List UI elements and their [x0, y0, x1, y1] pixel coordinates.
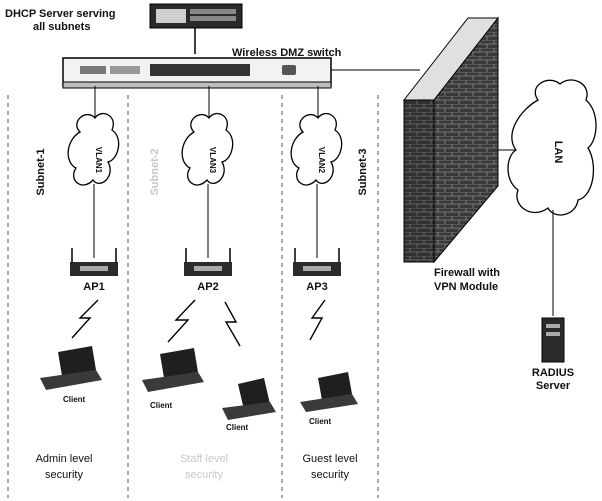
wireless-signal-icon — [225, 302, 240, 346]
radius-label-line1: RADIUS — [532, 367, 574, 379]
firewall — [404, 18, 498, 262]
subnet-label: Subnet-3 — [357, 148, 369, 195]
ap-label: AP2 — [197, 281, 218, 293]
vlan-label: VLAN1 — [94, 147, 103, 174]
firewall-label-line1: Firewall with — [434, 267, 500, 279]
client-laptop — [142, 348, 204, 392]
ap-label: AP1 — [83, 281, 104, 293]
vlan-cloud: VLAN2 — [291, 114, 342, 185]
ap-links — [94, 184, 317, 258]
security-label: security — [311, 469, 349, 481]
radius-server — [542, 318, 564, 362]
lan-cloud: LAN — [508, 80, 596, 215]
wireless-signal — [72, 300, 325, 346]
client-label: Client — [63, 395, 86, 404]
security-label: Staff level — [180, 453, 228, 465]
vlan-label: VLAN3 — [208, 147, 217, 174]
wireless-signal-icon — [72, 300, 98, 338]
security-label: security — [45, 469, 83, 481]
wireless-dmz-switch — [63, 58, 331, 88]
subnet-label: Subnet-2 — [149, 148, 161, 195]
radius-label-line2: Server — [536, 380, 571, 392]
wireless-signal-icon — [168, 300, 195, 342]
client-laptop — [222, 378, 276, 420]
subnet-label: Subnet-1 — [35, 148, 47, 195]
firewall-label-line2: VPN Module — [434, 281, 498, 293]
dhcp-label-line1: DHCP Server serving — [5, 8, 115, 20]
security-label: security — [185, 469, 223, 481]
vlan-cloud: VLAN3 — [182, 114, 233, 185]
vlan-cloud: VLAN1 — [68, 114, 119, 185]
security-label: Admin level — [36, 453, 93, 465]
security-label: Guest level — [302, 453, 357, 465]
client-label: Client — [150, 401, 173, 410]
client-laptop — [300, 372, 358, 412]
client-label: Client — [309, 417, 332, 426]
lan-label: LAN — [552, 141, 564, 164]
switch-label: Wireless DMZ switch — [232, 47, 342, 59]
dhcp-server — [150, 4, 242, 54]
client-laptop — [40, 346, 102, 390]
dhcp-label-line2: all subnets — [33, 21, 90, 33]
client-label: Client — [226, 423, 249, 432]
wireless-signal-icon — [310, 300, 325, 340]
vlan-label: VLAN2 — [317, 147, 326, 174]
ap-label: AP3 — [306, 281, 327, 293]
